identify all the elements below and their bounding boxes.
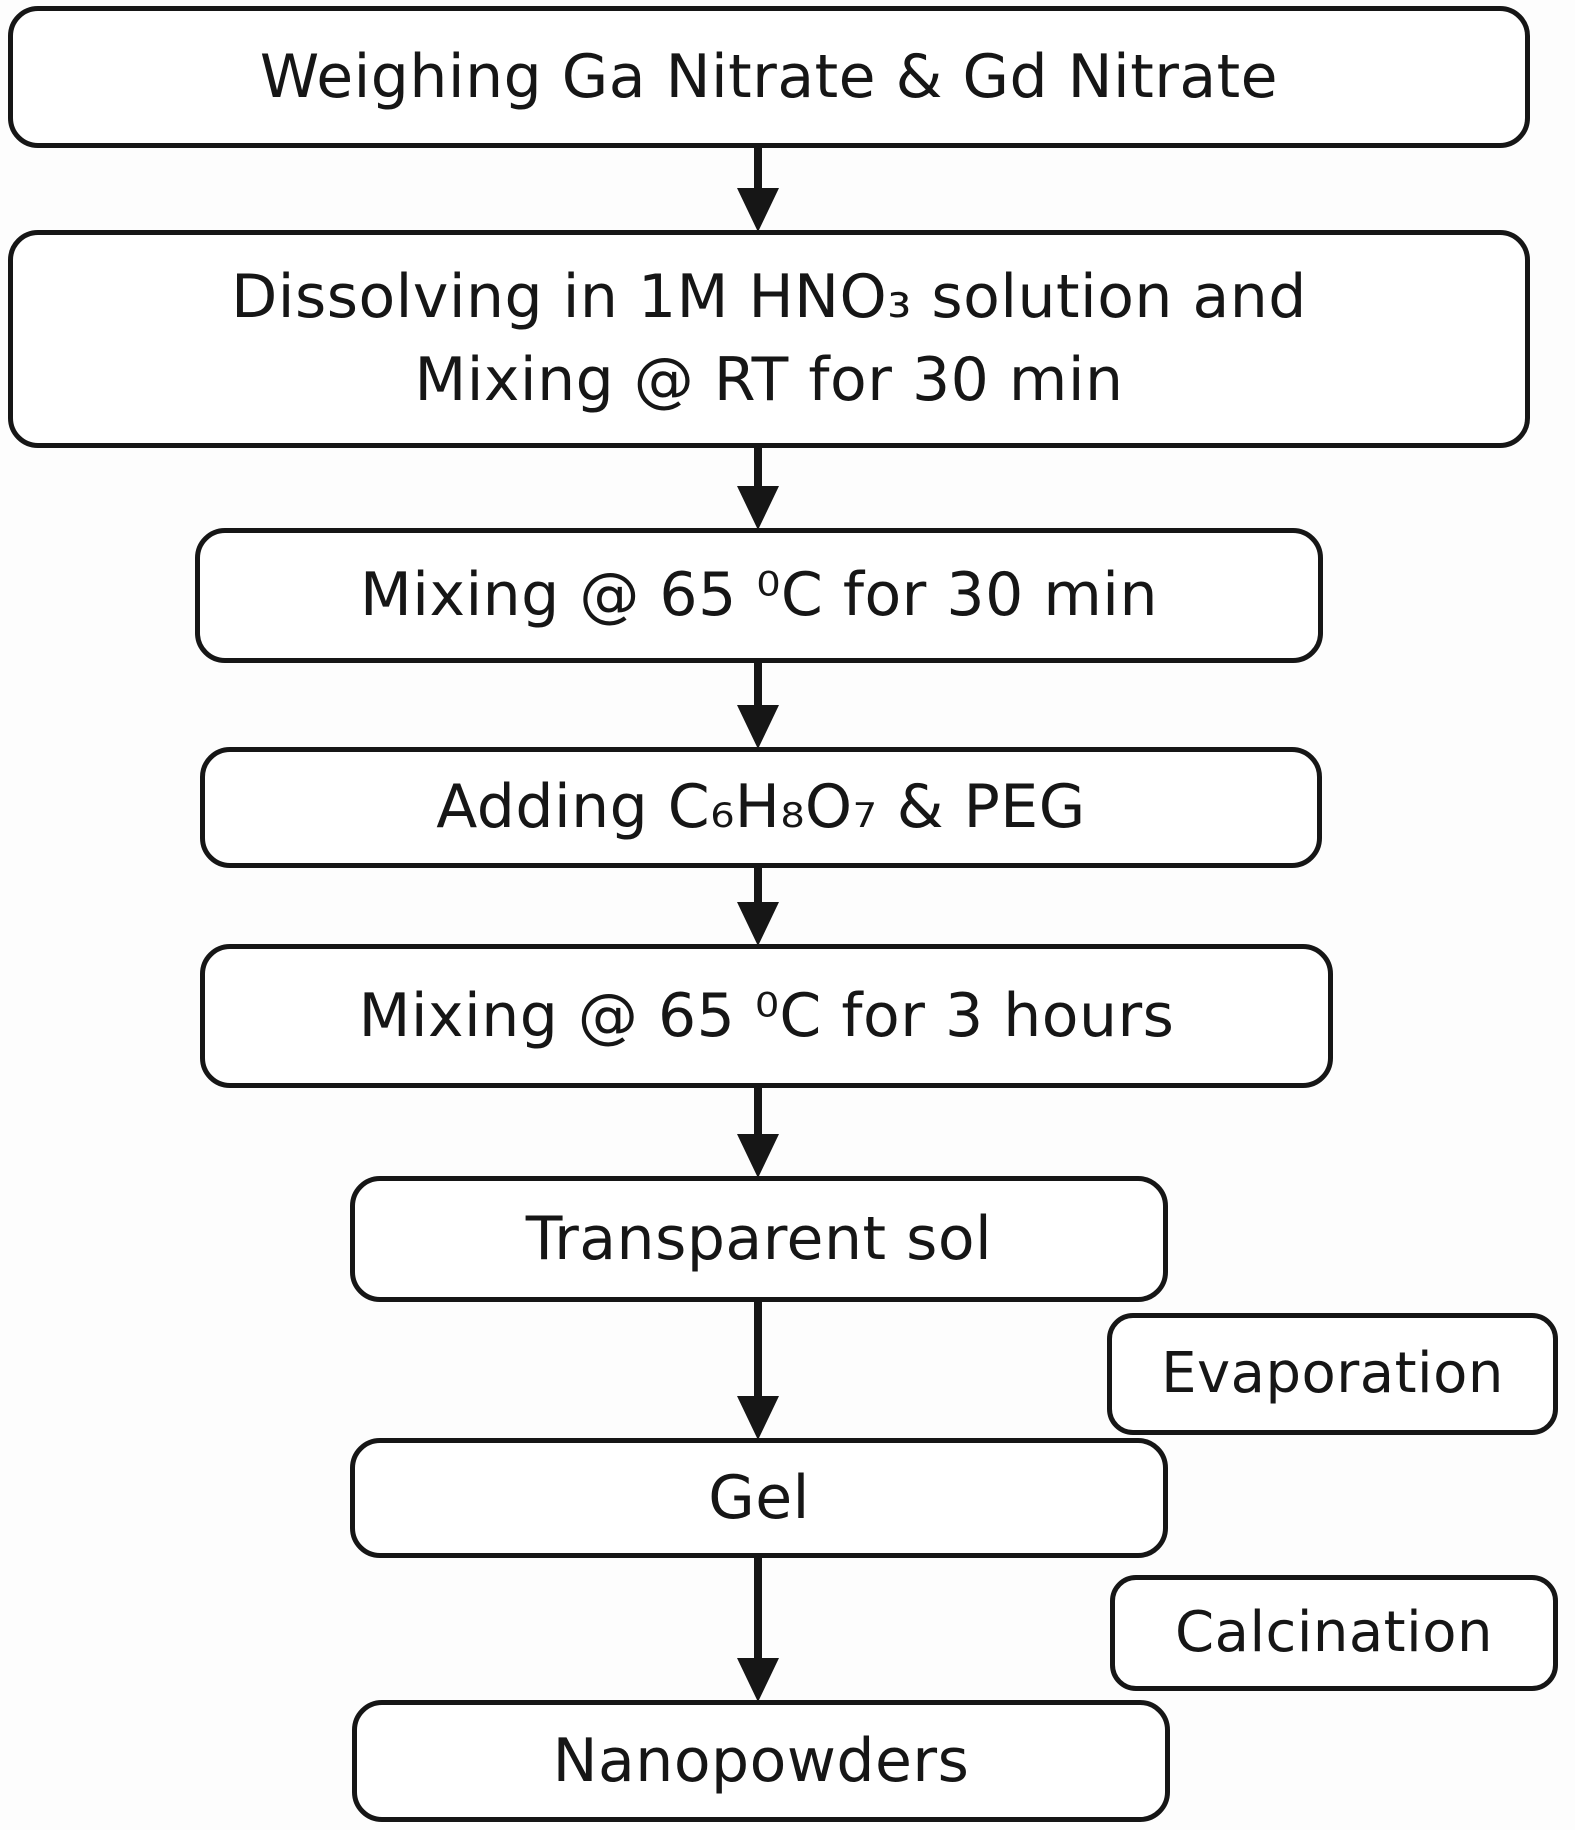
arrow-head <box>737 1134 779 1178</box>
arrow-shaft <box>754 1086 762 1134</box>
step-mixing-3hours-label: Mixing @ 65 ⁰C for 3 hours <box>358 980 1175 1051</box>
step-gel-label: Gel <box>708 1462 810 1533</box>
label-calcination: Calcination <box>1110 1575 1558 1691</box>
step-weighing: Weighing Ga Nitrate & Gd Nitrate <box>8 6 1530 148</box>
step-transparent-sol: Transparent sol <box>350 1176 1168 1302</box>
step-gel: Gel <box>350 1438 1168 1558</box>
step-dissolving-line2: Mixing @ RT for 30 min <box>414 345 1124 415</box>
arrow-head <box>737 1658 779 1702</box>
step-mixing-30min-label: Mixing @ 65 ⁰C for 30 min <box>360 560 1158 631</box>
label-evaporation: Evaporation <box>1107 1313 1558 1435</box>
arrow-down-icon <box>736 866 780 946</box>
arrow-shaft <box>754 866 762 902</box>
arrow-down-icon <box>736 1300 780 1440</box>
step-mixing-30min: Mixing @ 65 ⁰C for 30 min <box>195 528 1323 663</box>
arrow-down-icon <box>736 1086 780 1178</box>
label-evaporation-text: Evaporation <box>1161 1341 1504 1407</box>
arrow-head <box>737 1396 779 1440</box>
step-nanopowders: Nanopowders <box>352 1700 1170 1822</box>
arrow-shaft <box>754 448 762 486</box>
arrow-shaft <box>754 661 762 705</box>
step-mixing-3hours: Mixing @ 65 ⁰C for 3 hours <box>200 944 1333 1088</box>
arrow-down-icon <box>736 661 780 749</box>
step-adding-citric-peg: Adding C₆H₈O₇ & PEG <box>200 747 1322 868</box>
step-nanopowders-label: Nanopowders <box>552 1725 970 1796</box>
arrow-shaft <box>754 148 762 188</box>
arrow-head <box>737 705 779 749</box>
arrow-down-icon <box>736 1556 780 1702</box>
arrow-head <box>737 188 779 232</box>
step-dissolving-line1: Dissolving in 1M HNO₃ solution and <box>231 262 1307 333</box>
arrow-shaft <box>754 1300 762 1396</box>
label-calcination-text: Calcination <box>1175 1600 1493 1666</box>
arrow-down-icon <box>736 148 780 232</box>
step-transparent-sol-label: Transparent sol <box>525 1203 993 1274</box>
arrow-head <box>737 486 779 530</box>
step-dissolving: Dissolving in 1M HNO₃ solution and Mixin… <box>8 230 1530 448</box>
step-adding-citric-peg-label: Adding C₆H₈O₇ & PEG <box>436 772 1086 843</box>
arrow-shaft <box>754 1556 762 1658</box>
arrow-head <box>737 902 779 946</box>
step-weighing-label: Weighing Ga Nitrate & Gd Nitrate <box>259 41 1279 112</box>
arrow-down-icon <box>736 448 780 530</box>
